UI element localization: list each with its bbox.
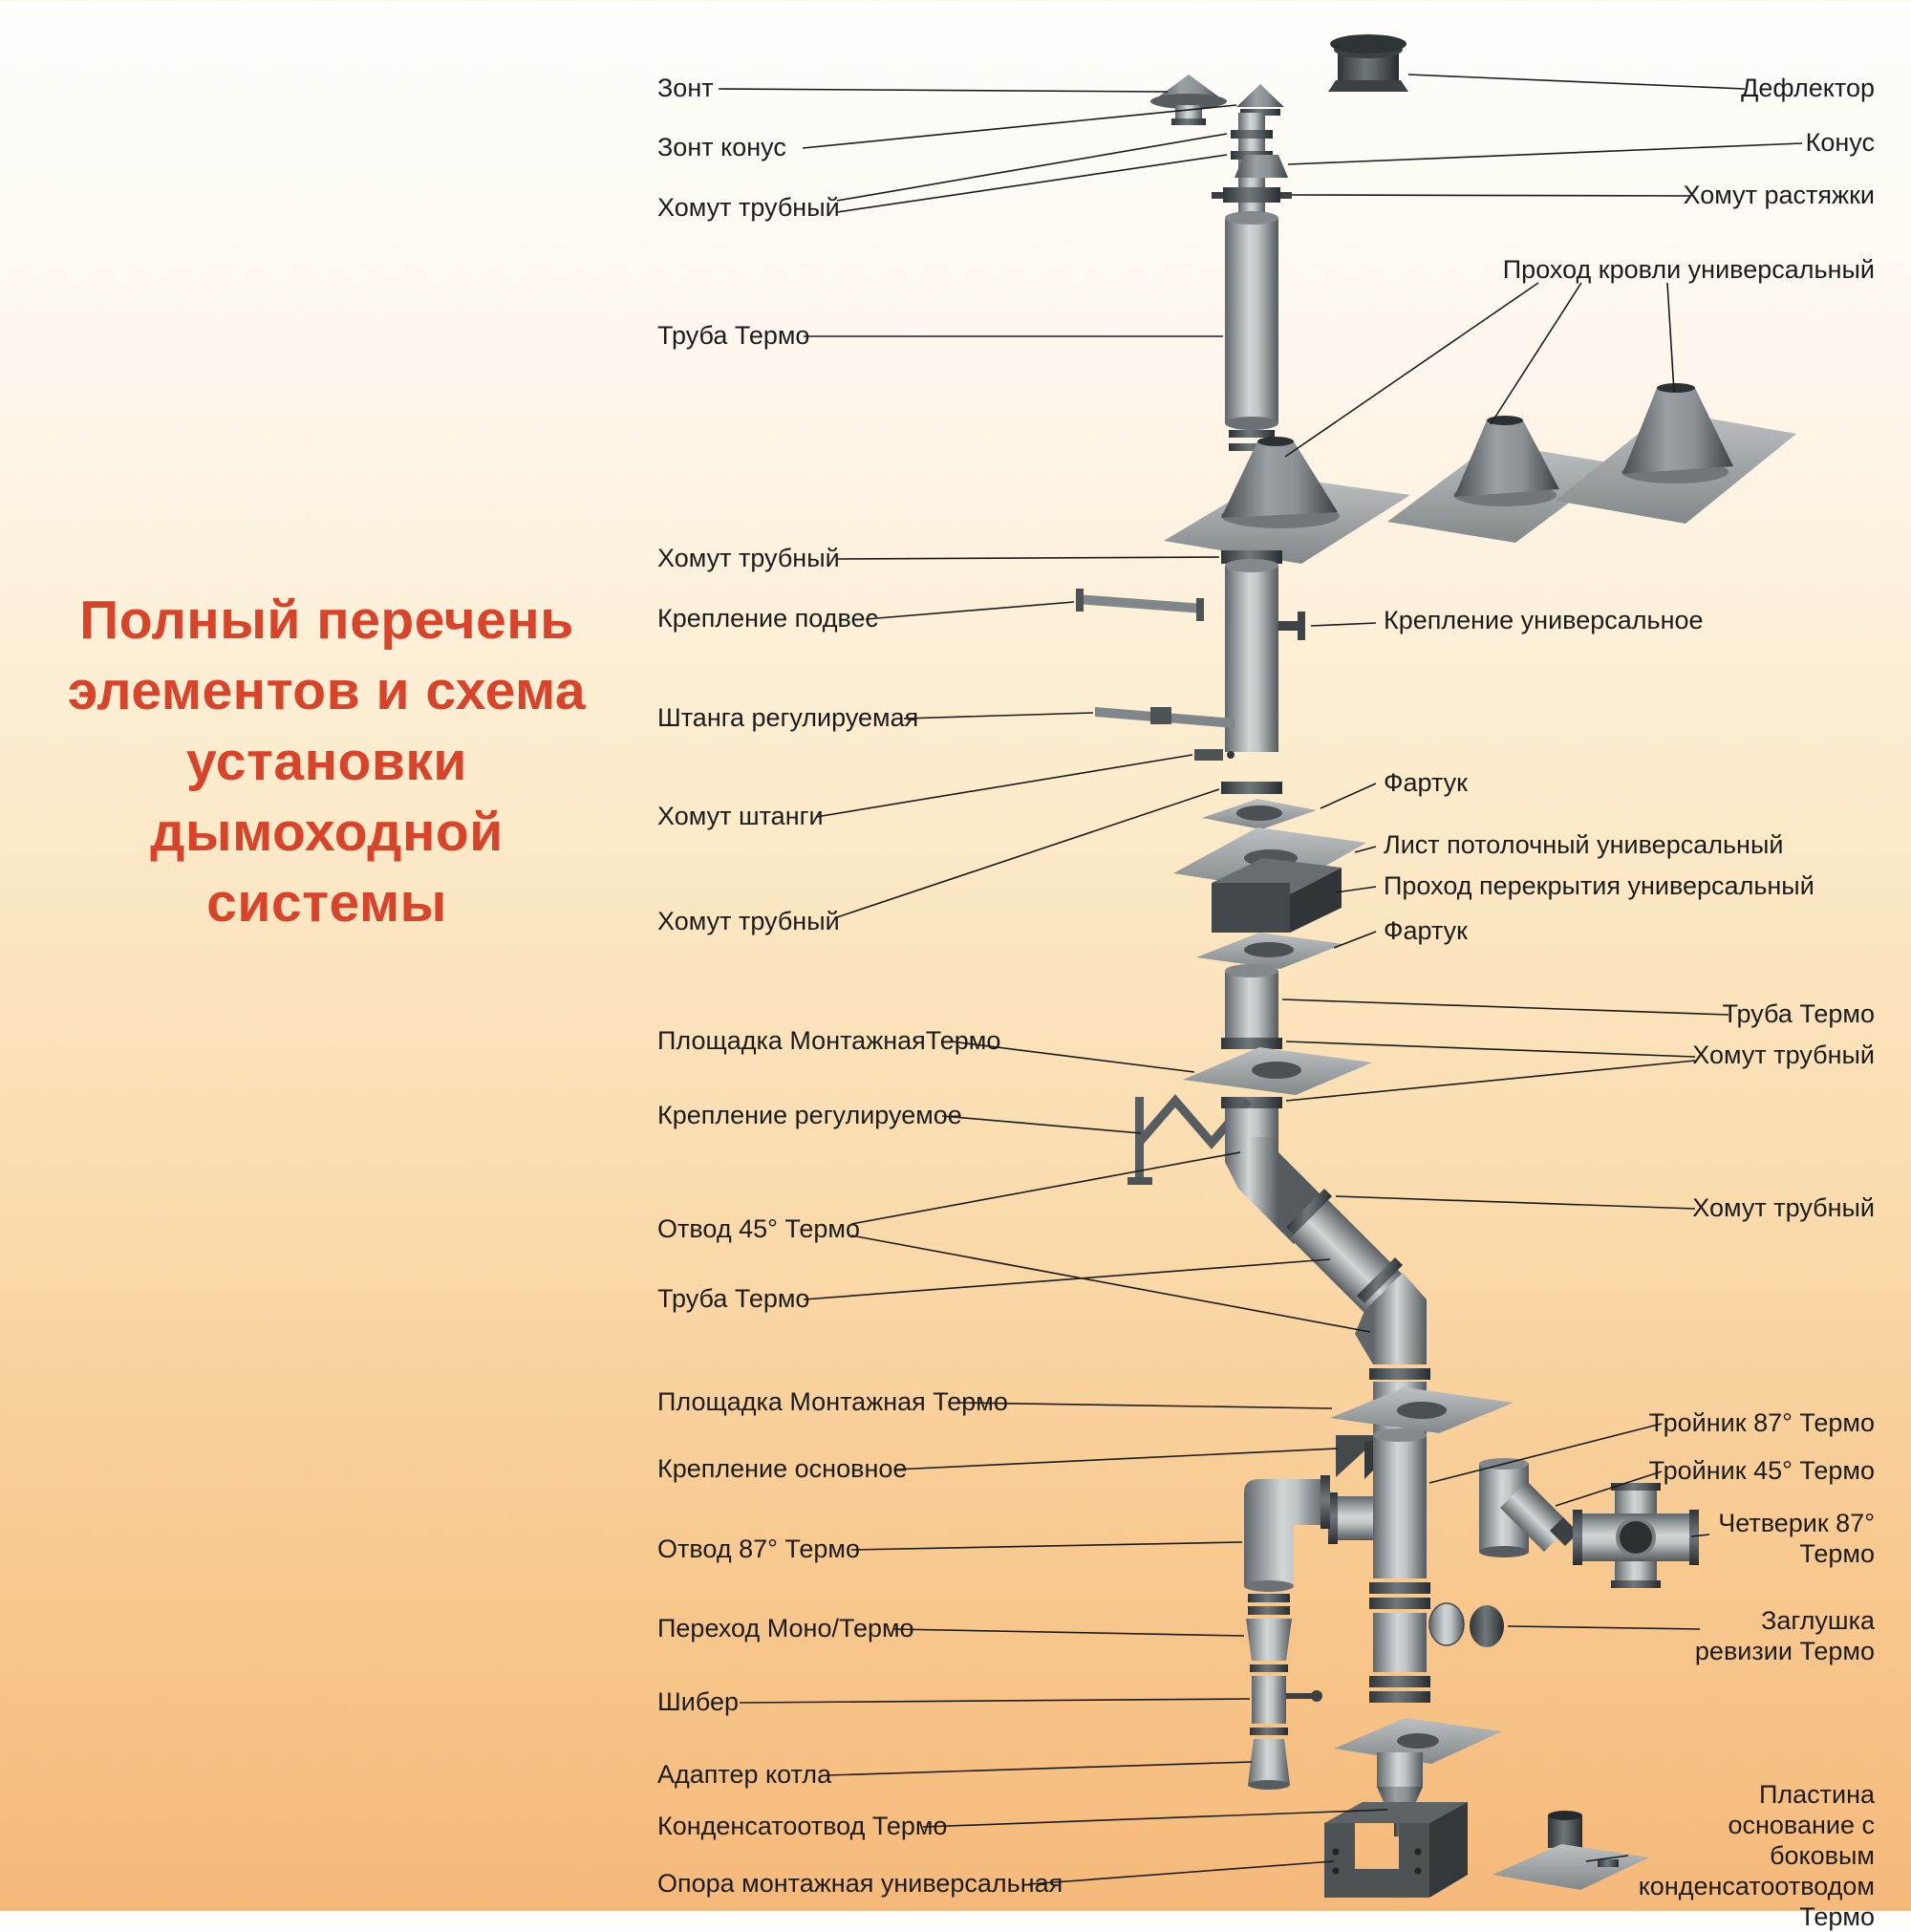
pipe-clamp-under-top-pipe [1229, 430, 1275, 451]
label-homut-trubny-r1: Хомут трубный [1692, 1041, 1875, 1069]
cone-adapter [1235, 155, 1288, 178]
umbrella-cap [1150, 75, 1227, 125]
guy-wire-clamp [1212, 187, 1292, 203]
mono-thermo-adapter [1246, 1594, 1292, 1672]
label-troynik-45: Тройник 45° Термо [1648, 1456, 1875, 1485]
thermo-pipe-top [1225, 211, 1278, 430]
label-list-potolochny: Лист потолочный универсальный [1384, 830, 1784, 859]
elbow-45-lower [1355, 1273, 1427, 1364]
label-kreplenie-regul: Крепление регулируемое [657, 1101, 962, 1129]
rod-clamp [1194, 749, 1235, 761]
apron-upper [1202, 799, 1317, 829]
deflector [1328, 34, 1408, 92]
label-troynik-87: Тройник 87° Термо [1648, 1408, 1875, 1437]
label-shtanga: Штанга регулируемая [657, 703, 919, 732]
umbrella-cone-cap [1236, 84, 1284, 116]
cross-87 [1573, 1483, 1699, 1588]
label-prohod-krovli: Проход кровли универсальный [1502, 255, 1875, 284]
label-zaglushka: Заглушка ревизии Термо [1694, 1606, 1875, 1665]
tee-45 [1479, 1458, 1578, 1557]
label-homut-trubny-r2: Хомут трубный [1692, 1193, 1875, 1222]
roof-passage-2 [1387, 416, 1621, 543]
label-perehod: Переход Моно/Термо [657, 1614, 914, 1642]
page-title: Полный перечень элементов и схема устано… [67, 590, 587, 934]
label-homut-trubny-1: Хомут трубный [657, 193, 840, 222]
mounting-platform-lower [1330, 1387, 1514, 1433]
revision-plug [1428, 1602, 1504, 1647]
damper [1250, 1676, 1322, 1735]
elbow-87 [1244, 1475, 1330, 1592]
label-kreplenie-univ: Крепление универсальное [1384, 606, 1704, 634]
tee-87 [1328, 1428, 1427, 1578]
label-homut-trubny-2: Хомут трубный [657, 544, 840, 572]
label-fartuk-1: Фартук [1384, 768, 1468, 797]
hanging-bracket [1076, 589, 1204, 621]
label-zont: Зонт [657, 74, 714, 102]
label-kreplenie-podves: Крепление подвес [657, 604, 879, 633]
roof-passage-1 [1164, 437, 1410, 564]
label-deflektor: Дефлектор [1741, 74, 1875, 102]
label-kondensatootvod: Конденсатоотвод Термо [657, 1812, 948, 1840]
lower-axis-stack [1334, 1582, 1502, 1764]
label-truba-termo-r: Труба Термо [1722, 999, 1875, 1028]
boiler-adapter [1248, 1739, 1290, 1790]
label-otvod-87: Отвод 87° Термо [657, 1535, 861, 1563]
apron-lower [1196, 933, 1343, 969]
label-truba-termo-1: Труба Термо [657, 321, 810, 350]
label-plastina: Пластина основание с боковым конденсатоо… [1638, 1780, 1875, 1931]
label-ploschadka-1: Площадка МонтажнаяТермо [657, 1026, 1001, 1055]
thermo-pipe-second [1225, 559, 1278, 752]
leader-lines [718, 74, 1803, 1885]
label-chetverik-87: Четверик 87° Термо [1718, 1509, 1875, 1568]
ceiling-passage-universal [1212, 858, 1342, 933]
label-homut-rastyazhki: Хомут растяжки [1683, 181, 1875, 209]
adjustable-rod [1095, 707, 1235, 728]
label-otvod-45: Отвод 45° Термо [657, 1214, 861, 1243]
label-adapter-kotla: Адаптер котла [657, 1760, 832, 1789]
label-truba-termo-2: Труба Термо [657, 1284, 810, 1313]
label-opora: Опора монтажная универсальная [657, 1869, 1063, 1898]
label-konus: Конус [1805, 128, 1875, 157]
mounting-support [1324, 1802, 1468, 1898]
base-plate-side-drain [1492, 1811, 1649, 1890]
mounting-platform-upper [1183, 1047, 1372, 1095]
label-homut-shtangi: Хомут штанги [657, 802, 824, 830]
label-zont-konus: Зонт конус [657, 133, 786, 161]
label-fartuk-2: Фартук [1384, 916, 1468, 945]
pipe-clamp-ceiling [1221, 782, 1282, 794]
label-ploschadka-2: Площадка Монтажная Термо [657, 1387, 1008, 1416]
pipe-clamp-lower-axis [1369, 1368, 1430, 1380]
wall-bracket-universal [1278, 612, 1305, 640]
thermo-pipe-angled [1286, 1189, 1403, 1313]
pipe-clamp-middle-2 [1221, 1097, 1282, 1108]
label-kreplenie-osnovnoe: Крепление основное [657, 1454, 908, 1483]
label-prohod-perekrytiya: Проход перекрытия универсальный [1384, 871, 1814, 900]
roof-passage-3 [1556, 383, 1796, 524]
thermo-pipe-middle [1225, 964, 1278, 1038]
label-shiber: Шибер [657, 1687, 740, 1716]
label-homut-trubny-3: Хомут трубный [657, 907, 840, 935]
pipe-clamp-middle-1 [1221, 1038, 1282, 1049]
